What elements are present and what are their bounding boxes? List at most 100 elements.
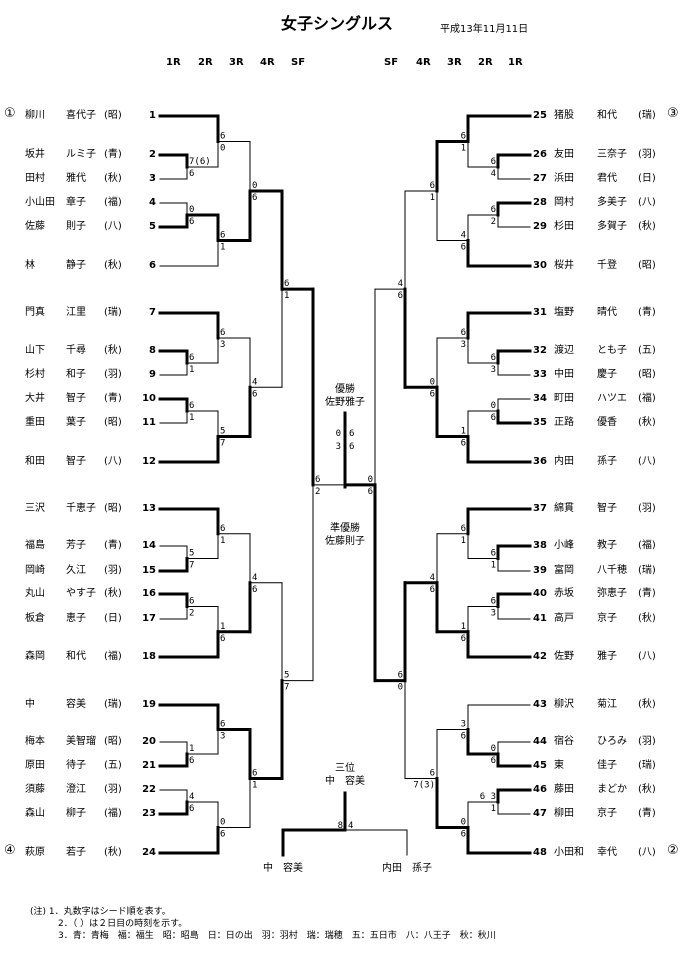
player-row-left: 福島芳子(青)14 xyxy=(0,539,160,553)
page-title: 女子シングルス xyxy=(280,14,393,33)
player-surname: 猪股 xyxy=(554,110,574,121)
player-row-left: 森山柳子(福)23 xyxy=(0,807,160,821)
match-score-bottom: 1 xyxy=(430,193,435,203)
player-club: (福) xyxy=(638,393,656,404)
player-given-name: 弥恵子 xyxy=(597,588,627,599)
match-score-top: 0 xyxy=(461,818,466,828)
player-surname: 綿貫 xyxy=(554,503,574,514)
player-surname: 渡辺 xyxy=(554,345,574,356)
match-score-bottom: 1 xyxy=(491,804,496,814)
player-given-name: 幸代 xyxy=(597,847,617,858)
player-club: (八) xyxy=(638,651,656,662)
draw-number: 21 xyxy=(142,760,156,771)
match-score-bottom: 1 xyxy=(220,536,225,546)
player-row-left: 梅本美智瑠(昭)20 xyxy=(0,735,160,749)
draw-number: 27 xyxy=(533,173,547,184)
match-score-top: 0 xyxy=(491,401,496,411)
player-given-name: 和代 xyxy=(597,110,617,121)
match-score-top: 6 xyxy=(491,597,496,607)
draw-number: 44 xyxy=(533,736,547,747)
draw-number: 28 xyxy=(533,197,547,208)
third-place-score: 4 xyxy=(348,821,353,831)
draw-number: 34 xyxy=(533,393,547,404)
round-label: 4R xyxy=(260,57,275,68)
draw-number: 1 xyxy=(149,110,156,121)
match-score-top: 1 xyxy=(461,622,466,632)
draw-number: 4 xyxy=(149,197,156,208)
player-surname: 萩原 xyxy=(25,847,45,858)
draw-number: 17 xyxy=(142,613,156,624)
player-club: (青) xyxy=(638,588,656,599)
round-label: 2R xyxy=(198,57,213,68)
player-given-name: 待子 xyxy=(66,760,86,771)
match-score-top: 6 xyxy=(220,524,225,534)
draw-number: 14 xyxy=(142,540,156,551)
player-club: (羽) xyxy=(104,369,122,380)
player-club: (羽) xyxy=(638,503,656,514)
player-surname: 岡村 xyxy=(554,197,574,208)
player-club: (瑞) xyxy=(104,699,122,710)
match-score-bottom: 7(3) xyxy=(413,781,435,791)
draw-number: 32 xyxy=(533,345,547,356)
player-given-name: 君代 xyxy=(597,173,617,184)
player-given-name: 八千穂 xyxy=(597,565,627,576)
player-given-name: 三奈子 xyxy=(597,149,627,160)
draw-number: 16 xyxy=(142,588,156,599)
match-score-top: 4 xyxy=(430,573,435,583)
player-club: (秋) xyxy=(638,613,656,624)
player-club: (八) xyxy=(638,847,656,858)
player-surname: 大井 xyxy=(25,393,45,404)
match-score-top: 0 xyxy=(220,818,225,828)
player-club: (青) xyxy=(104,540,122,551)
match-score-top: 6 xyxy=(461,524,466,534)
player-club: (昭) xyxy=(104,736,122,747)
final-score: 0 xyxy=(336,429,341,439)
match-score-bottom: 3 xyxy=(220,732,225,742)
player-club: (昭) xyxy=(638,260,656,271)
match-score-top: 6 xyxy=(284,279,289,289)
match-score-bottom: 0 xyxy=(220,144,225,154)
runner-up-label: 準優勝 佐藤則子 xyxy=(300,522,390,548)
player-row-left: 小山田章子(福)4 xyxy=(0,196,160,210)
match-score-top: 6 xyxy=(220,231,225,241)
player-club: (昭) xyxy=(104,110,122,121)
match-score-top: 1 xyxy=(461,427,466,437)
player-row-left: 板倉恵子(日)17 xyxy=(0,612,160,626)
match-score-bottom: 2 xyxy=(315,487,320,497)
player-given-name: ルミ子 xyxy=(66,149,96,160)
draw-number: 40 xyxy=(533,588,547,599)
player-club: (八) xyxy=(104,456,122,467)
player-row-left: 原田待子(五)21 xyxy=(0,759,160,773)
champion-label: 優勝 佐野雅子 xyxy=(300,383,390,409)
match-score-top: 4 xyxy=(189,792,194,802)
match-score-top: 6 xyxy=(461,328,466,338)
draw-number: 47 xyxy=(533,808,547,819)
draw-number: 36 xyxy=(533,456,547,467)
player-surname: 中田 xyxy=(554,369,574,380)
third-place-right-player: 内田 孫子 xyxy=(382,863,432,874)
player-row-left: 丸山やす子(秋)16 xyxy=(0,587,160,601)
final-score: 6 xyxy=(349,442,354,452)
player-surname: 塩野 xyxy=(554,307,574,318)
player-given-name: 優香 xyxy=(597,417,617,428)
match-score-top: 6 xyxy=(430,181,435,191)
match-score-bottom: 1 xyxy=(284,291,289,301)
note-line-1: 1．丸数字はシード順を表す。 xyxy=(48,907,171,917)
player-row-left: 山下千尋(秋)8 xyxy=(0,344,160,358)
player-row-left: 重田葉子(昭)11 xyxy=(0,416,160,430)
player-surname: 中 xyxy=(25,699,35,710)
draw-number: 5 xyxy=(149,221,156,232)
match-score-top: 6 xyxy=(315,475,320,485)
match-score-top: 3 xyxy=(461,720,466,730)
player-surname: 福島 xyxy=(25,540,45,551)
player-surname: 杉田 xyxy=(554,221,574,232)
seed-badge: ③ xyxy=(667,106,679,121)
player-row-left: 佐藤則子(八)5 xyxy=(0,220,160,234)
final-score: 3 xyxy=(336,442,341,452)
